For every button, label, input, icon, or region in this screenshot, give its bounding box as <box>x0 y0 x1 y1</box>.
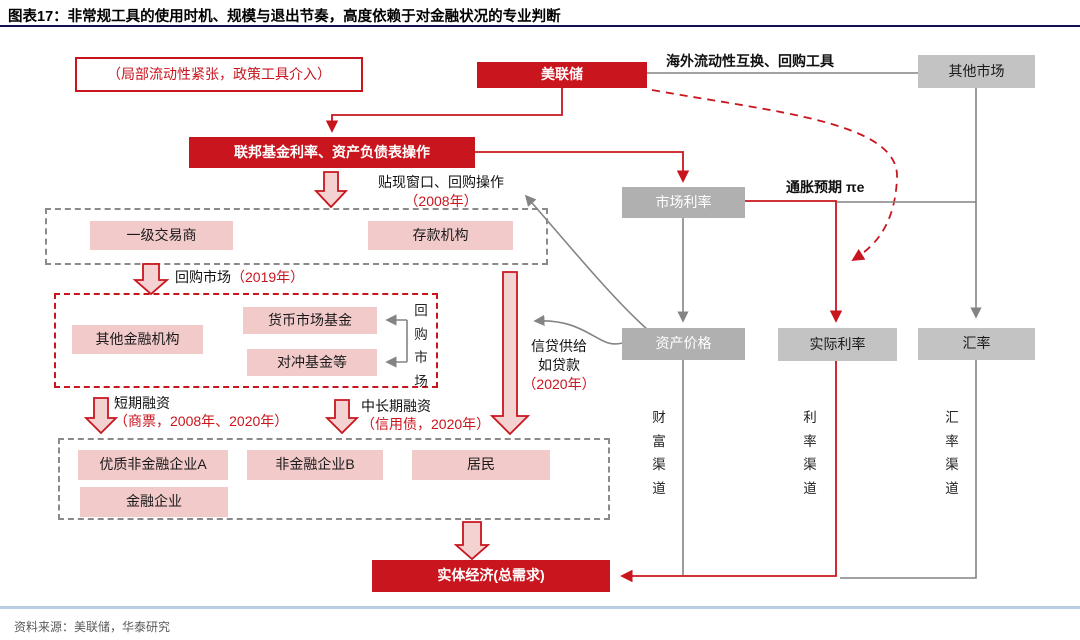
label-short-term-year: （商票，2008年、2020年） <box>114 413 289 429</box>
repo-block-arrow <box>132 263 170 296</box>
short-term-block-arrow <box>83 397 119 435</box>
figure-title: 图表17：非常规工具的使用时机、规模与退出节奏，高度依赖于对金融状况的专业判断 <box>8 5 561 26</box>
node-real-rate: 实际利率 <box>778 328 897 361</box>
figure-title-text: 非常规工具的使用时机、规模与退出节奏，高度依赖于对金融状况的专业判断 <box>67 9 561 25</box>
label-discount-window-year: （2008年） <box>404 193 478 209</box>
label-rate-channel: 利率渠道 <box>803 410 817 496</box>
node-primary-dealers: 一级交易商 <box>90 221 233 250</box>
label-credit-supply-line1: 信贷供给 <box>531 338 587 354</box>
label-credit-supply-year: （2020年） <box>522 376 596 392</box>
mid-term-block-arrow <box>324 399 360 435</box>
label-mid-term-text: 中长期融资 <box>361 398 431 414</box>
node-policy-note: （局部流动性紧张，政策工具介入） <box>75 57 363 92</box>
market-rate-to-real-rate-line <box>745 200 843 323</box>
node-other-markets: 其他市场 <box>918 55 1035 88</box>
borrowers-group-box <box>58 438 610 520</box>
node-depository-institutions: 存款机构 <box>368 221 513 250</box>
label-inflation-expectation: 通胀预期 πe <box>786 179 865 195</box>
source-note: 资料来源：美联储，华泰研究 <box>14 620 171 634</box>
discount-block-arrow <box>313 171 349 209</box>
label-repo-market: 回购市场（2019年） <box>175 267 304 287</box>
node-real-economy: 实体经济(总需求) <box>372 560 610 592</box>
node-fed: 美联储 <box>477 62 647 88</box>
label-short-term-text: 短期融资 <box>114 395 170 411</box>
label-mid-term-financing: 中长期融资 （信用债，2020年） <box>361 397 490 433</box>
label-discount-window-text: 贴现窗口、回购操作 <box>378 174 504 190</box>
label-wealth-channel: 财富渠道 <box>652 410 666 496</box>
node-asset-price: 资产价格 <box>622 328 745 360</box>
node-residents: 居民 <box>412 450 550 480</box>
label-repo-market-vertical: 回购市场 <box>414 303 428 389</box>
label-repo-market-text: 回购市场 <box>175 269 231 285</box>
label-short-term-financing: 短期融资 （商票，2008年、2020年） <box>114 394 288 430</box>
node-quality-nonfinancial-a: 优质非金融企业A <box>78 450 228 480</box>
inflation-expectation-dashed-curve <box>651 89 898 262</box>
header-rule <box>0 25 1080 27</box>
label-credit-supply: 信贷供给 如贷款 （2020年） <box>504 337 614 394</box>
footer-rule <box>0 606 1080 609</box>
label-credit-supply-line2: 如贷款 <box>538 357 580 373</box>
node-market-rate: 市场利率 <box>622 187 745 218</box>
node-fx: 汇率 <box>918 328 1035 360</box>
label-overseas-swap: 海外流动性互换、回购工具 <box>666 53 834 69</box>
label-fx-channel: 汇率渠道 <box>945 410 959 496</box>
node-hedge-funds: 对冲基金等 <box>247 349 377 376</box>
node-ffr-balance-sheet: 联邦基金利率、资产负债表操作 <box>189 137 475 168</box>
figure-number: 图表17： <box>8 9 68 25</box>
label-discount-window: 贴现窗口、回购操作 （2008年） <box>350 173 532 211</box>
node-money-market-funds: 货币市场基金 <box>243 307 377 334</box>
node-nonfinancial-b: 非金融企业B <box>247 450 383 480</box>
fed-to-ffr-line <box>325 87 563 133</box>
node-other-financial-institutions: 其他金融机构 <box>72 325 203 354</box>
label-repo-market-year: （2019年） <box>231 269 305 285</box>
label-mid-term-year: （信用债，2020年） <box>361 416 491 432</box>
economy-block-arrow <box>453 521 491 561</box>
repo-group-box <box>54 293 438 388</box>
node-financial-firms: 金融企业 <box>80 487 228 517</box>
